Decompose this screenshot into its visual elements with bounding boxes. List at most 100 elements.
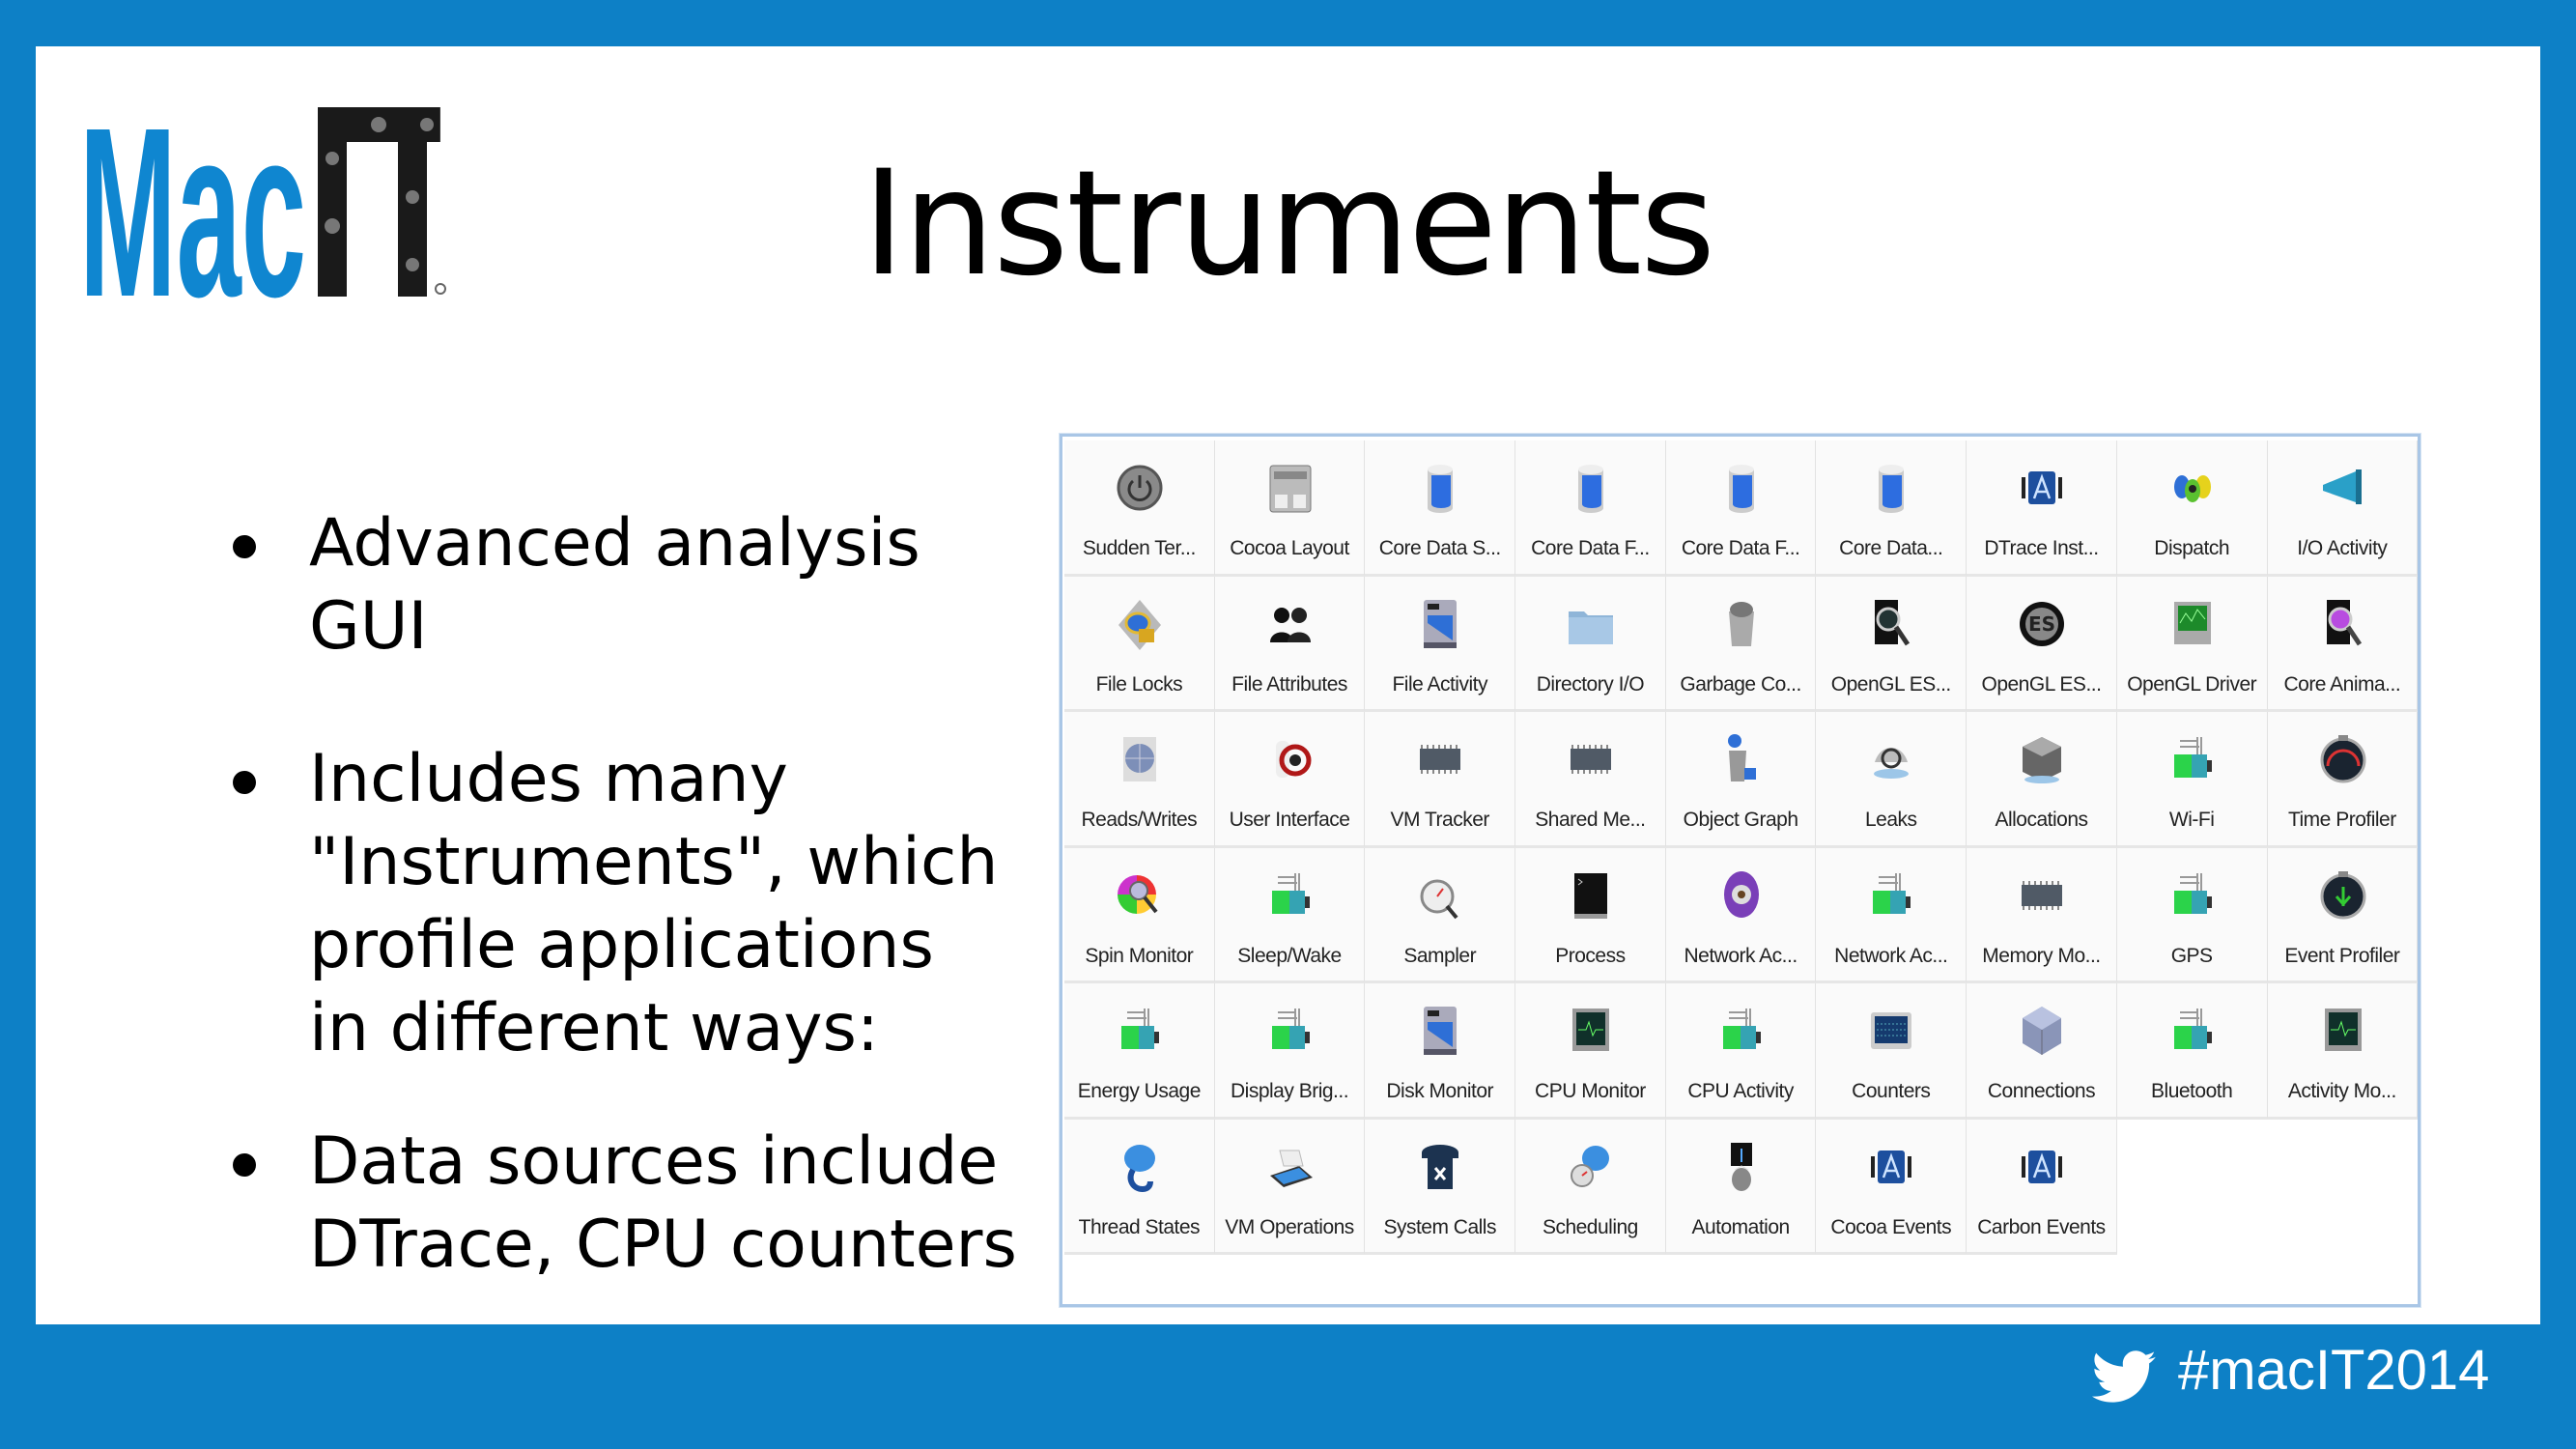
instrument-tile[interactable]: Event Profiler: [2267, 847, 2419, 983]
instrument-tile[interactable]: Process: [1515, 847, 1666, 983]
instrument-label: Time Profiler: [2287, 809, 2396, 831]
appstore-icon: [1871, 1150, 1912, 1183]
instrument-label: Garbage Co...: [1680, 672, 1801, 696]
magnifier-purple-icon: [2326, 599, 2362, 645]
gauge-green-icon: [2320, 870, 2365, 919]
instrument-tile[interactable]: File Locks: [1064, 576, 1215, 712]
folder-icon: [1569, 611, 1614, 644]
instrument-tile[interactable]: OpenGL ES...: [1816, 576, 1967, 712]
instrument-label: OpenGL Driver: [2127, 672, 2257, 696]
battery-icon: [2173, 737, 2212, 778]
sliders-icon: [1269, 465, 1312, 513]
instrument-tile[interactable]: Spin Monitor: [1064, 847, 1215, 983]
instrument-tile[interactable]: Cocoa Events: [1816, 1119, 1967, 1255]
instrument-tile[interactable]: Core Data F...: [1515, 440, 1666, 577]
instrument-tile[interactable]: CPU Monitor: [1515, 983, 1666, 1120]
instrument-tile[interactable]: Core Data F...: [1665, 440, 1817, 577]
hashtag: #macIT2014: [2178, 1339, 2490, 1402]
instrument-tile[interactable]: DTrace Inst...: [1967, 440, 2117, 577]
scanner-icon: [1269, 1150, 1313, 1187]
phone-icon: [1422, 1144, 1459, 1189]
instrument-tile[interactable]: Allocations: [1967, 712, 2117, 848]
instrument-tile[interactable]: Shared Me...: [1515, 712, 1666, 848]
counters-icon: [1871, 1012, 1912, 1049]
instrument-tile[interactable]: Energy Usage: [1064, 983, 1215, 1120]
instrument-tile[interactable]: User Interface: [1214, 712, 1366, 848]
bullet-list: Advanced analysis GUI Includes many "Ins…: [227, 502, 1019, 1356]
instrument-tile[interactable]: Sudden Ter...: [1064, 440, 1215, 577]
instrument-tile[interactable]: OpenGL Driver: [2116, 576, 2268, 712]
instrument-tile[interactable]: Wi-Fi: [2116, 712, 2268, 848]
instrument-tile[interactable]: Connections: [1967, 983, 2117, 1120]
instrument-tile[interactable]: Automation: [1665, 1119, 1817, 1255]
instrument-tile[interactable]: Directory I/O: [1515, 576, 1666, 712]
instrument-tile[interactable]: Activity Mo...: [2267, 983, 2419, 1120]
instrument-tile[interactable]: File Activity: [1365, 576, 1516, 712]
people-icon: [1269, 607, 1311, 642]
instrument-tile[interactable]: Object Graph: [1665, 712, 1817, 848]
instrument-tile[interactable]: Core Anima...: [2267, 576, 2419, 712]
instrument-label: Core Data...: [1839, 537, 1943, 559]
appstore-icon: [2022, 471, 2063, 504]
instrument-label: CPU Activity: [1687, 1080, 1794, 1102]
monitor-pulse-icon: [2324, 1009, 2362, 1051]
instrument-label: Bluetooth: [2151, 1080, 2233, 1102]
twitter-bird-icon: [2092, 1350, 2156, 1403]
automation-icon: [1730, 1142, 1752, 1191]
instrument-label: Sudden Ter...: [1082, 537, 1196, 559]
es-disc-icon: ES: [2020, 601, 2065, 646]
bullet-item: Data sources include DTrace, CPU counter…: [227, 1121, 1019, 1287]
instrument-tile[interactable]: Leaks: [1816, 712, 1967, 848]
instrument-tile[interactable]: I/O Activity: [2267, 440, 2419, 577]
cylinder-icon: [1879, 465, 1905, 513]
instrument-label: Counters: [1852, 1080, 1931, 1102]
instrument-label: Wi-Fi: [2168, 809, 2215, 831]
instrument-tile[interactable]: VM Tracker: [1365, 712, 1516, 848]
instrument-label: OpenGL ES...: [1981, 672, 2102, 696]
instrument-label: DTrace Inst...: [1984, 537, 2099, 559]
leaks-icon: [1874, 748, 1910, 779]
instrument-tile[interactable]: Display Brig...: [1214, 983, 1366, 1120]
svg-text:ES: ES: [2028, 612, 2055, 636]
instrument-tile[interactable]: Carbon Events: [1967, 1119, 2117, 1255]
instrument-tile[interactable]: Reads/Writes: [1064, 712, 1215, 848]
battery-icon: [1271, 872, 1310, 914]
trash-icon: [1728, 601, 1754, 646]
instrument-tile[interactable]: Scheduling: [1515, 1119, 1666, 1255]
instrument-tile[interactable]: Thread States: [1064, 1119, 1215, 1255]
bullet-text: Data sources include DTrace, CPU counter…: [309, 1123, 1017, 1283]
battery-icon: [2173, 1009, 2212, 1049]
instrument-label: Activity Mo...: [2287, 1080, 2397, 1102]
instrument-tile[interactable]: Sleep/Wake: [1214, 847, 1366, 983]
instrument-label: Event Profiler: [2284, 944, 2400, 967]
svg-text:Mac: Mac: [79, 91, 306, 308]
cylinder-icon: [1578, 465, 1604, 513]
macit-logo: Mac: [79, 91, 446, 308]
instrument-tile[interactable]: Dispatch: [2116, 440, 2268, 577]
instrument-tile[interactable]: Core Data S...: [1365, 440, 1516, 577]
instrument-tile[interactable]: ES OpenGL ES...: [1967, 576, 2117, 712]
instrument-label: Scheduling: [1542, 1215, 1638, 1238]
dispatch-icon: [2173, 475, 2211, 502]
instrument-tile[interactable]: Network Ac...: [1816, 847, 1967, 983]
instrument-tile[interactable]: Core Data...: [1816, 440, 1967, 577]
chip-icon: [1420, 745, 1461, 774]
instrument-tile[interactable]: Counters: [1816, 983, 1967, 1120]
instrument-label: Energy Usage: [1077, 1080, 1202, 1102]
instrument-tile[interactable]: Time Profiler: [2267, 712, 2419, 848]
instrument-tile[interactable]: Network Ac...: [1665, 847, 1817, 983]
instrument-tile[interactable]: VM Operations: [1214, 1119, 1366, 1255]
instrument-tile[interactable]: Bluetooth: [2116, 983, 2268, 1120]
appstore-icon: [2022, 1150, 2063, 1183]
instrument-tile[interactable]: Garbage Co...: [1665, 576, 1817, 712]
instrument-tile[interactable]: Disk Monitor: [1365, 983, 1516, 1120]
instrument-tile[interactable]: CPU Activity: [1665, 983, 1817, 1120]
instrument-tile[interactable]: Cocoa Layout: [1214, 440, 1366, 577]
instrument-tile[interactable]: Sampler: [1365, 847, 1516, 983]
battery-icon: [1121, 1009, 1159, 1049]
instrument-tile[interactable]: System Calls: [1365, 1119, 1516, 1255]
instrument-tile[interactable]: File Attributes: [1214, 576, 1366, 712]
instrument-tile[interactable]: Memory Mo...: [1967, 847, 2117, 983]
instrument-tile[interactable]: GPS: [2116, 847, 2268, 983]
